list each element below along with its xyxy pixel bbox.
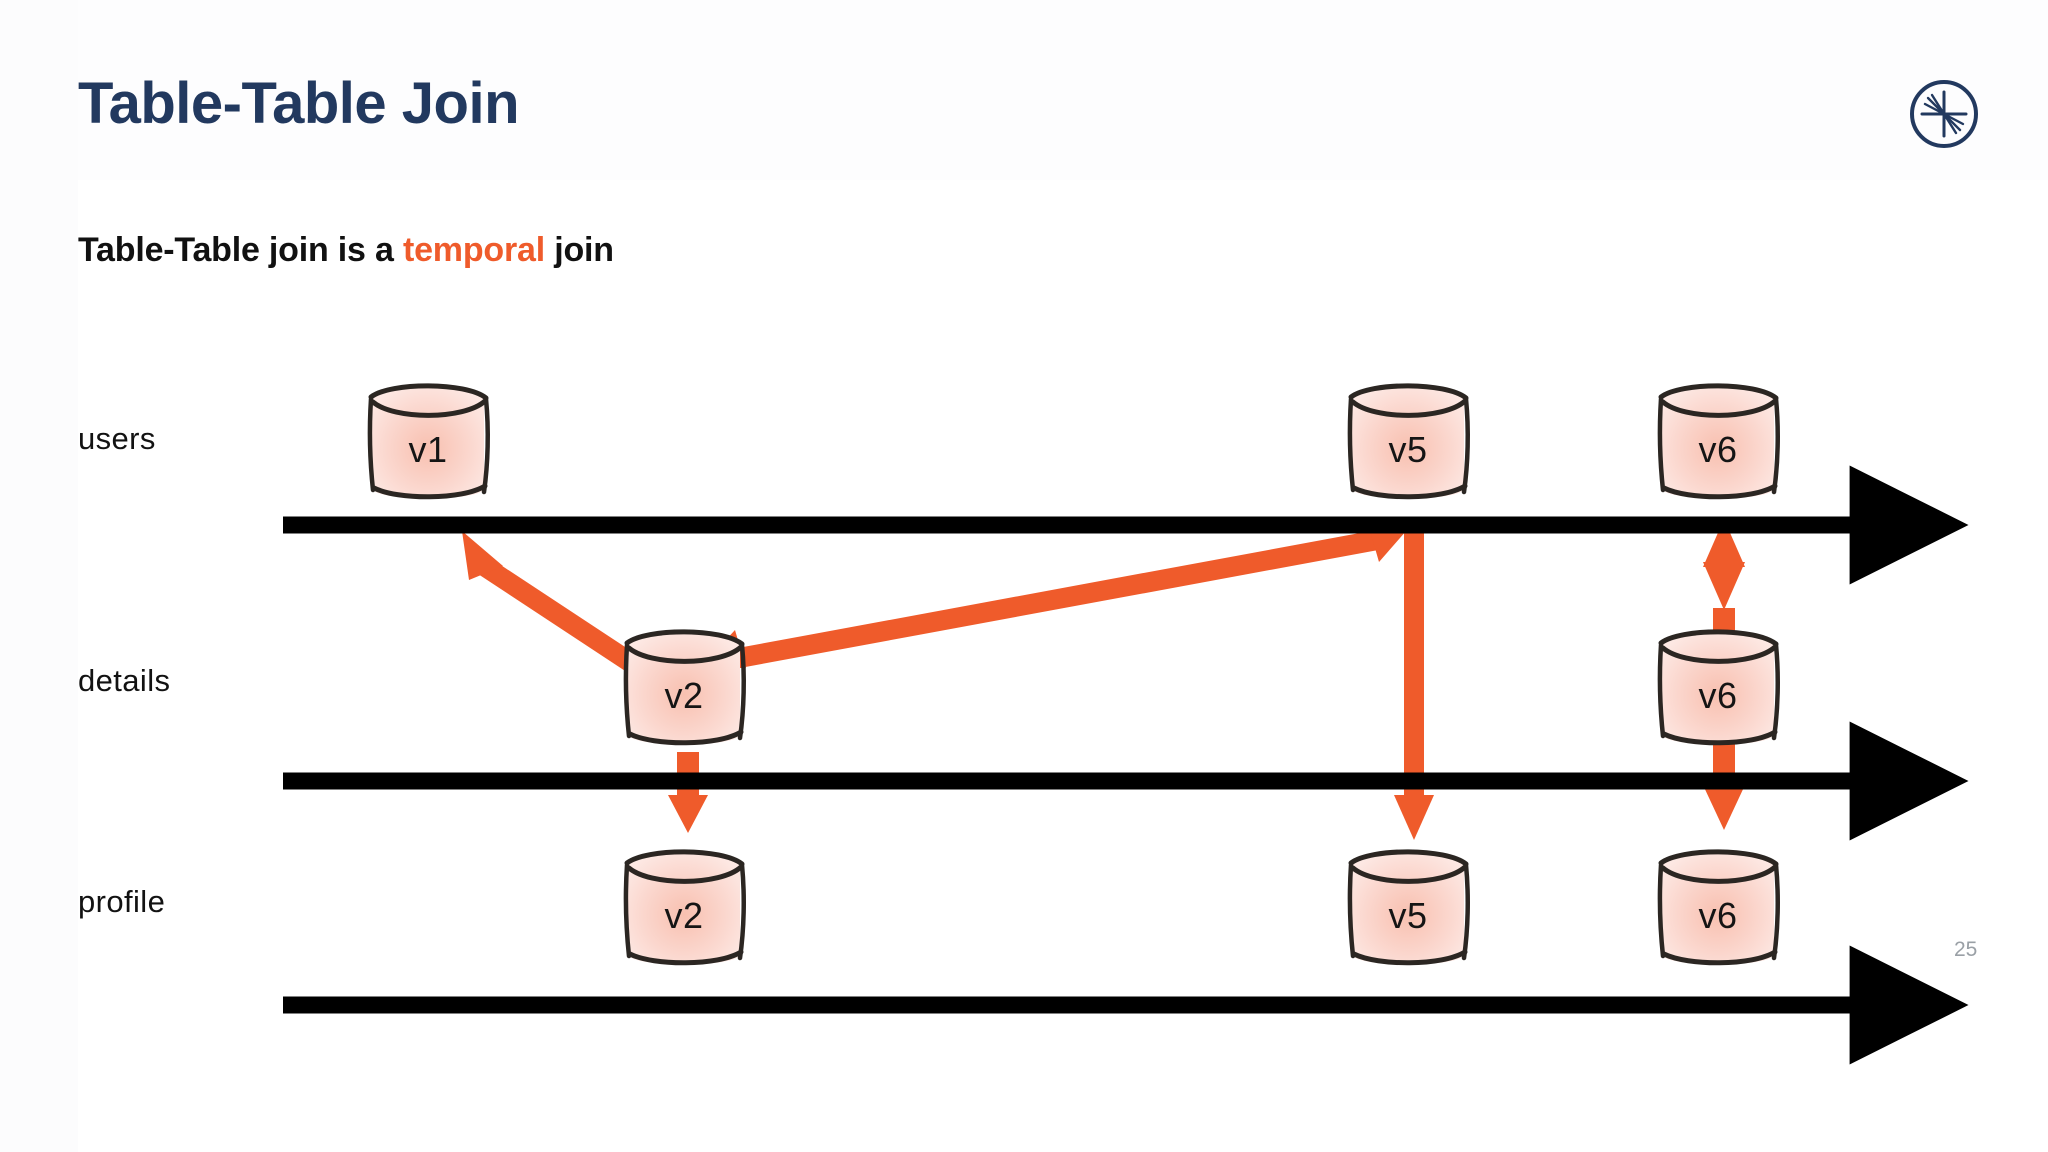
db-profile-v5: v5 bbox=[1338, 838, 1478, 978]
arrow-details-v2-profile-v2 bbox=[668, 752, 708, 833]
page-number: 25 bbox=[1954, 938, 1978, 961]
arrow-users-v6-details-v6 bbox=[1703, 519, 1745, 610]
subtitle-before: Table-Table join is a bbox=[78, 231, 403, 269]
db-users-v6: v6 bbox=[1648, 372, 1788, 512]
page-title: Table-Table Join bbox=[78, 71, 520, 136]
db-details-v6: v6 bbox=[1648, 618, 1788, 758]
row-label-details: details bbox=[78, 663, 171, 698]
timelines bbox=[283, 465, 1969, 1065]
confluent-logo bbox=[1908, 78, 1980, 150]
db-profile-v6: v6 bbox=[1648, 838, 1788, 978]
subtitle: Table-Table join is a temporal join bbox=[78, 231, 614, 270]
db-users-v1: v1 bbox=[358, 372, 498, 512]
db-details-v2: v2 bbox=[614, 618, 754, 758]
left-background-band bbox=[0, 0, 78, 1152]
subtitle-accent: temporal bbox=[402, 231, 545, 269]
top-background-band bbox=[0, 0, 2048, 180]
db-users-v5: v5 bbox=[1338, 372, 1478, 512]
subtitle-after: join bbox=[544, 231, 614, 269]
row-label-profile: profile bbox=[78, 884, 166, 919]
arrow-users-v5-profile-v5 bbox=[1394, 520, 1434, 840]
arrow-users-v5-details-v2 bbox=[700, 522, 1414, 670]
row-label-users: users bbox=[78, 421, 156, 456]
db-profile-v2: v2 bbox=[614, 838, 754, 978]
